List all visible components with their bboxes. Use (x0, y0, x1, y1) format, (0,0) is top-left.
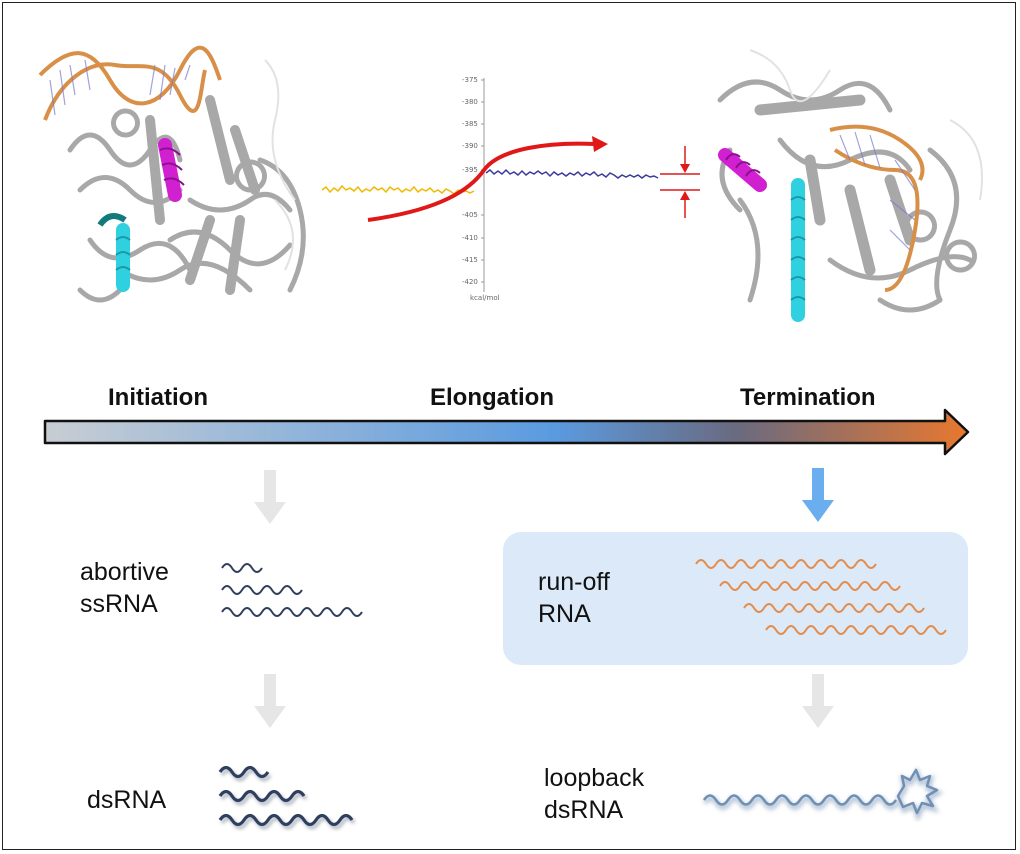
rna-strand (218, 765, 270, 779)
energy-plot (321, 78, 700, 292)
stage-label-termination: Termination (740, 384, 876, 411)
rna-strand (702, 768, 939, 815)
dna-helix (38, 45, 222, 121)
dna-helix (829, 124, 925, 292)
abortive-ssrna-strands (221, 563, 363, 617)
dsrna-label: dsRNA (87, 786, 167, 814)
transcription-timeline-arrow (43, 408, 970, 456)
tick-label: -380 (462, 98, 478, 106)
runoff-rna-strands (695, 559, 947, 635)
runoff-rna-panel (503, 532, 968, 665)
rna-strand (218, 813, 354, 827)
loopback-dsrna-label: loopback dsRNA (544, 762, 644, 826)
protein-body (67, 95, 306, 303)
magenta-helix (158, 138, 185, 202)
tick-label: -420 (462, 278, 478, 286)
tick-label: -415 (462, 256, 478, 264)
runoff-rna-label: run-off RNA (538, 566, 610, 630)
rna-strand (221, 563, 263, 573)
label-line: abortive (80, 558, 169, 586)
label-line: dsRNA (544, 796, 624, 824)
rna-strand (221, 607, 363, 617)
rna-strand (221, 585, 303, 595)
energy-unit-label: kcal/mol (470, 294, 500, 302)
energy-trace-initiation (321, 184, 475, 195)
down-arrow-icon (254, 674, 286, 728)
tick-label: -375 (462, 76, 478, 84)
tick-label: -390 (462, 142, 478, 150)
tick-label: -405 (462, 211, 478, 219)
down-arrow-icon (802, 674, 834, 728)
rna-strand (743, 603, 925, 613)
rna-strand (218, 789, 306, 803)
cyan-helix (97, 213, 131, 292)
tick-label: -410 (462, 234, 478, 242)
protein-body (717, 79, 977, 313)
magenta-helix (718, 148, 767, 192)
energy-trace-elongation (485, 168, 659, 179)
initiation-complex-structure (38, 45, 306, 303)
label-line: RNA (538, 600, 591, 628)
label-line: loopback (544, 764, 645, 792)
termination-complex-structure (717, 49, 983, 322)
tick-label: -385 (462, 120, 478, 128)
energy-gap-marker (660, 146, 700, 218)
energy-transition-arrow (367, 141, 596, 222)
stage-label-elongation: Elongation (430, 384, 554, 411)
down-arrow-icon (802, 468, 834, 522)
label-line: ssRNA (80, 590, 158, 618)
rna-strand (695, 559, 877, 569)
down-arrow-icon (254, 470, 286, 524)
dsrna-strands (218, 765, 356, 830)
stage-label-initiation: Initiation (108, 384, 208, 411)
rna-strand (765, 625, 947, 635)
loopback-dsrna-strand (702, 767, 944, 822)
cyan-helix (790, 178, 806, 322)
abortive-ssrna-label: abortive ssRNA (80, 556, 169, 620)
tick-label: -395 (462, 166, 478, 174)
label-line: run-off (538, 568, 610, 596)
rna-strand (719, 581, 901, 591)
